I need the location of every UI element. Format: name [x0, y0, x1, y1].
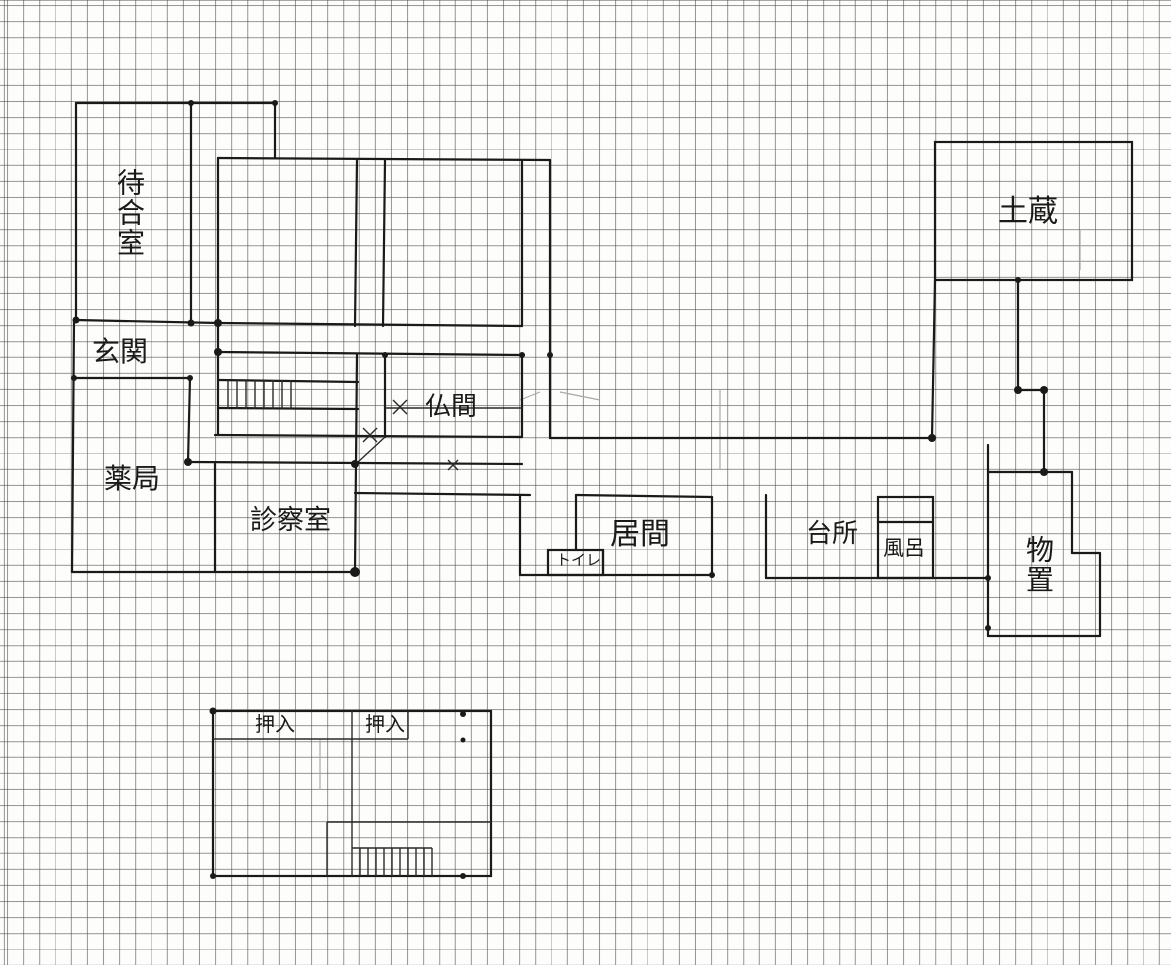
- label-closet-1: 押入: [255, 712, 295, 736]
- label-dozo: 土蔵: [998, 194, 1058, 229]
- label-toilet: トイレ: [556, 551, 602, 569]
- label-storage: 物置: [1022, 535, 1055, 595]
- label-bath: 風呂: [883, 536, 925, 560]
- waiting-room-walls: [74, 101, 277, 327]
- column-nodes: [71, 100, 1048, 879]
- faint-traces: [319, 230, 1081, 790]
- butsuma-stair: [227, 380, 292, 409]
- upper-floor-walls: [211, 709, 493, 878]
- label-closet-2: 押入: [365, 712, 405, 736]
- label-entrance: 玄関: [92, 335, 149, 368]
- bath-walls: [876, 495, 935, 580]
- label-waiting-room: 待合室: [113, 168, 146, 258]
- dozo-walls: [930, 140, 1134, 474]
- door-crosses: [357, 399, 459, 471]
- toilet-walls: [546, 548, 605, 577]
- label-kitchen: 台所: [806, 519, 859, 549]
- entrance-walls: [70, 318, 192, 574]
- label-exam-room: 診察室: [250, 505, 331, 536]
- label-pharmacy: 薬局: [104, 462, 161, 495]
- label-butsuma: 仏間: [425, 392, 478, 422]
- upper-floor-stair: [352, 847, 433, 876]
- storage-walls: [986, 443, 1102, 638]
- central-block-walls: [213, 156, 934, 440]
- label-living-room: 居間: [610, 517, 670, 552]
